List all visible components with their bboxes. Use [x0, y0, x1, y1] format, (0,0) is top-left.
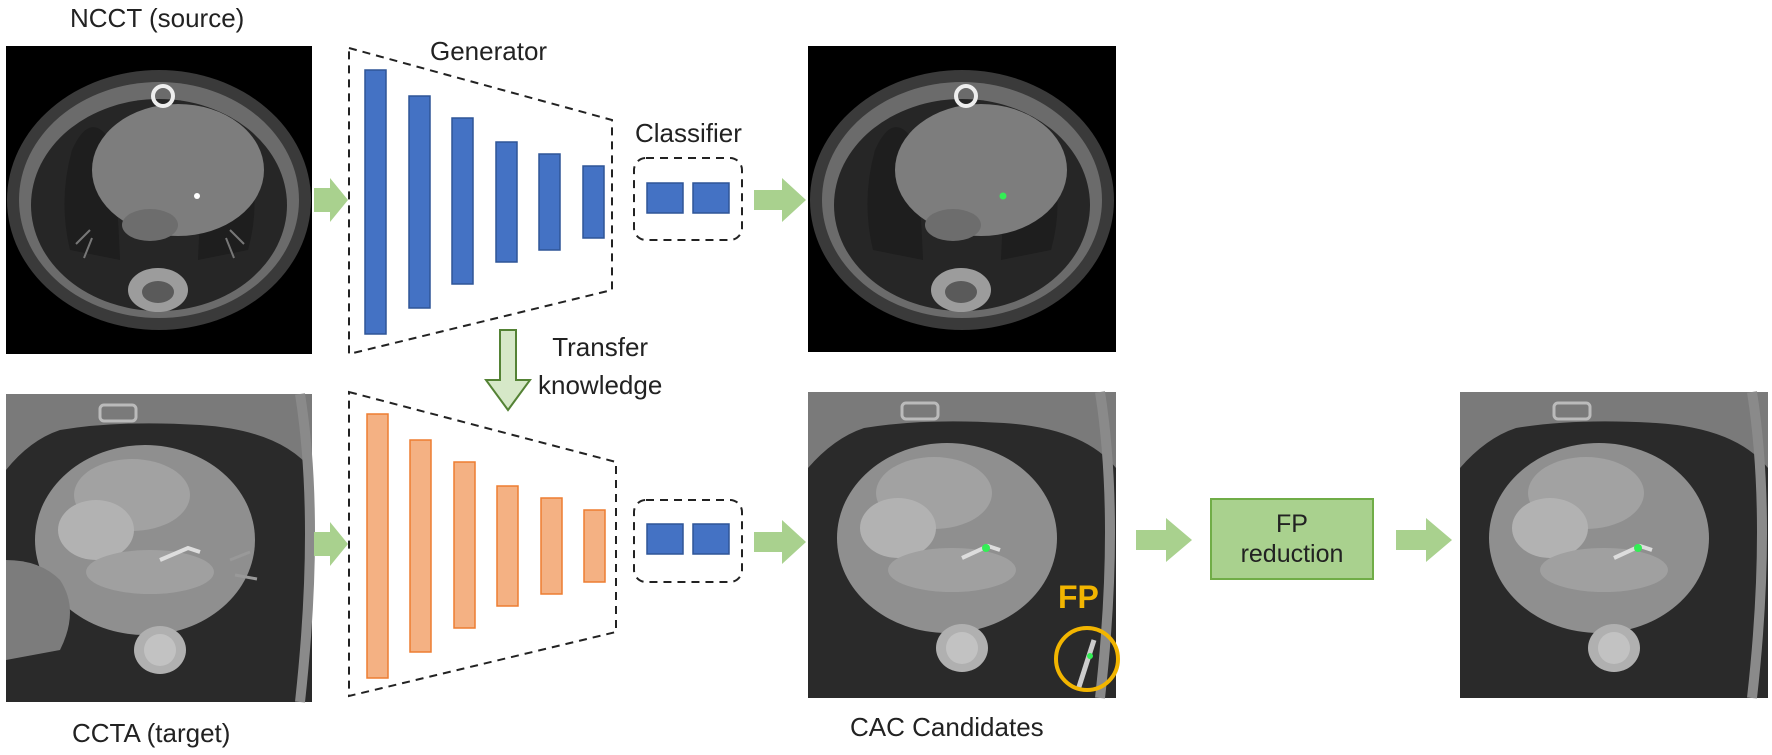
ncct-output-image [808, 46, 1116, 352]
ccta-target-image [6, 393, 315, 703]
arrow-target-to-generator [314, 522, 348, 566]
fp-tag-label: FP [1058, 579, 1099, 615]
transfer-knowledge-arrow [484, 329, 532, 412]
target-label: CCTA (target) [72, 718, 231, 748]
fp-reduction-line-1: FP [1276, 510, 1308, 538]
source-layer-4 [495, 141, 518, 263]
target-layer-5 [540, 497, 563, 595]
target-layer-3 [453, 461, 476, 629]
false-positive-circle [1054, 626, 1120, 692]
target-layer-6 [583, 509, 606, 583]
source-layer-2 [408, 95, 431, 309]
target-classifier-block-2 [692, 523, 730, 555]
source-layer-5 [538, 153, 561, 251]
transfer-label-line-2: knowledge [538, 370, 663, 400]
arrow-source-to-generator [314, 178, 348, 222]
target-classifier-block-1 [646, 523, 684, 555]
source-generator [348, 46, 613, 356]
classifier-label: Classifier [635, 118, 742, 148]
fp-reduction-line-2: reduction [1240, 540, 1344, 568]
arrow-classifier-to-candidates [754, 520, 806, 564]
target-layer-2 [409, 439, 432, 653]
target-layer-1 [366, 413, 389, 679]
flow-arrows [314, 178, 1452, 566]
transfer-label: Transfer knowledge [538, 328, 662, 404]
source-classifier-block-1 [646, 182, 684, 214]
fp-reduction-box: FP reduction [1210, 498, 1374, 580]
cac-candidates-image [808, 391, 1120, 699]
target-generator [348, 390, 617, 698]
arrow-fp-to-final [1396, 518, 1452, 562]
source-layer-3 [451, 117, 474, 285]
cac-candidates-label: CAC Candidates [850, 712, 1044, 742]
source-classifier [633, 157, 743, 241]
source-classifier-block-2 [692, 182, 730, 214]
final-output-image [1460, 391, 1768, 699]
generator-label: Generator [430, 36, 548, 66]
source-layer-1 [364, 69, 387, 335]
source-layer-6 [582, 165, 605, 239]
arrow-candidates-to-fp [1136, 518, 1192, 562]
target-classifier [633, 499, 743, 583]
target-layer-4 [496, 485, 519, 607]
transfer-label-line-1: Transfer [552, 332, 649, 362]
arrow-classifier-to-output [754, 178, 806, 222]
ncct-source-image [6, 46, 312, 354]
source-label: NCCT (source) [70, 3, 245, 33]
